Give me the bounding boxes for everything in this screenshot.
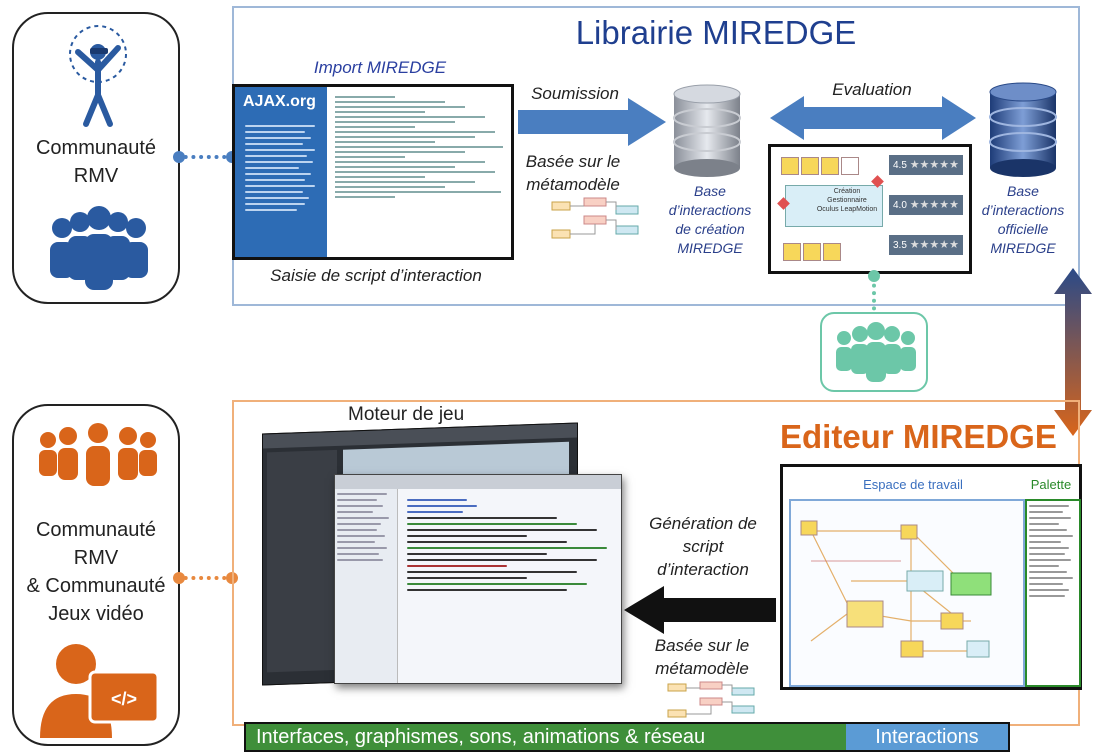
sync-double-arrow [1054, 268, 1092, 436]
creation-db-line3: de création [675, 221, 745, 237]
code-editor-screenshot-front [334, 474, 622, 684]
game-engine-label: Moteur de jeu [348, 404, 465, 425]
eval-icon-5 [783, 243, 801, 261]
generation-label: Génération de script d’interaction [628, 512, 778, 581]
library-title: Librairie MIREDGE [575, 14, 857, 51]
community-label-line1: Communauté [35, 137, 157, 159]
creation-db-line1: Base [694, 183, 726, 199]
eval-node [785, 185, 883, 227]
star-icons: ★★★★★ [909, 239, 959, 251]
editor-title: Editeur MIREDGE [780, 418, 1057, 455]
eval-card-line3: Oculus LeapMotion [816, 206, 878, 213]
palette-label: Palette [1030, 477, 1072, 492]
metamodel-diagram-icon-bottom [667, 681, 755, 718]
group-people-icon [50, 206, 148, 290]
eval-icon-7 [823, 243, 841, 261]
connector-dot-bottom-left [173, 572, 185, 584]
developer-icon: </> [40, 644, 160, 738]
experts-box [820, 312, 928, 392]
rating-1-value: 4.5 [893, 160, 907, 171]
code-editor-titlebar [335, 475, 621, 489]
metamodel-top-line1: Basée sur le [525, 152, 621, 171]
star-icons: ★★★★★ [909, 159, 959, 171]
miredge-editor-screenshot: Espace de travail Palette [780, 464, 1082, 690]
eval-icon-2 [801, 157, 819, 175]
eval-card-line1: Création [833, 188, 861, 195]
community-label-line2: RMV [73, 165, 119, 187]
community-rmv-games-box: Communauté RMV & Communauté Jeux vidéo <… [12, 404, 180, 746]
bottom-bar-left: Interfaces, graphismes, sons, animations… [246, 724, 846, 750]
code-editor-text [405, 495, 615, 595]
connector-dot-top-left [173, 151, 185, 163]
community2-line2: RMV [73, 547, 119, 569]
community2-line3: & Communauté [26, 575, 166, 597]
dotted-connector-bottom [176, 576, 234, 580]
metamodel-diagram-icon-top [551, 197, 639, 239]
generation-line3: d’interaction [657, 560, 749, 579]
official-db-line4: MIREDGE [990, 240, 1056, 256]
metamodel-top-line2: métamodèle [526, 175, 620, 194]
eval-icon-6 [803, 243, 821, 261]
official-database-icon [989, 82, 1057, 177]
teal-dot-top [868, 270, 880, 282]
star-icons: ★★★★★ [909, 199, 959, 211]
bottom-bar-right: Interactions [846, 724, 1008, 750]
rating-1: 4.5 ★★★★★ [889, 155, 963, 175]
submission-arrow [518, 98, 666, 146]
metamodel-bottom-line1: Basée sur le [654, 636, 750, 655]
ajax-logo: AJAX.org [243, 93, 316, 110]
official-db-line2: d’interactions [981, 202, 1065, 218]
palette-area [1025, 499, 1081, 687]
creation-db-label: Base d’interactions de création MIREDGE [658, 182, 762, 258]
official-db-line3: officielle [997, 221, 1049, 237]
dotted-connector-top [176, 155, 234, 159]
script-entry-label: Saisie de script d’interaction [270, 266, 482, 285]
svg-text:</>: </> [111, 689, 137, 709]
official-db-label: Base d’interactions officielle MIREDGE [968, 182, 1078, 258]
workspace-area [789, 499, 1025, 687]
generation-arrow [624, 586, 776, 634]
script-editor-screenshot: AJAX.org [232, 84, 514, 260]
creation-db-line2: d’interactions [668, 202, 752, 218]
bottom-bar: Interfaces, graphismes, sons, animations… [244, 722, 1010, 752]
workspace-graph [800, 520, 992, 658]
submission-label: Soumission [531, 84, 619, 103]
generation-line2: script [682, 537, 724, 556]
import-label: Import MIREDGE [313, 58, 447, 77]
metamodel-bottom-line2: métamodèle [655, 659, 749, 678]
rating-3-value: 3.5 [893, 240, 907, 251]
creation-db-line4: MIREDGE [677, 240, 743, 256]
eval-icon-3 [821, 157, 839, 175]
orange-group-icon [39, 423, 157, 486]
community-rmv-box: Communauté RMV [12, 12, 180, 304]
creation-database-icon [673, 84, 741, 177]
generation-line1: Génération de [649, 514, 757, 533]
teal-dotted-connector [872, 276, 876, 318]
rating-2: 4.0 ★★★★★ [889, 195, 963, 215]
rating-2-value: 4.0 [893, 200, 907, 211]
official-db-line1: Base [1007, 183, 1039, 199]
vr-user-icon [69, 25, 127, 127]
evaluation-label: Evaluation [832, 80, 912, 99]
community2-line4: Jeux vidéo [48, 603, 144, 625]
metamodel-label-top: Basée sur le métamodèle [514, 150, 632, 196]
community2-line1: Communauté [35, 519, 157, 541]
workspace-label: Espace de travail [863, 477, 963, 492]
experts-group-icon [836, 322, 916, 382]
eval-icon-1 [781, 157, 799, 175]
eval-icon-4 [841, 157, 859, 175]
code-editor-tree [335, 489, 398, 683]
rating-3: 3.5 ★★★★★ [889, 235, 963, 255]
editor-sidebar: AJAX.org [235, 87, 327, 257]
eval-card-line2: Gestionnaire [827, 197, 867, 204]
engine-hierarchy [267, 449, 337, 673]
editor-code-area [335, 93, 507, 201]
evaluation-card: Création Gestionnaire Oculus LeapMotion … [768, 144, 972, 274]
metamodel-label-bottom: Basée sur le métamodèle [642, 634, 762, 680]
evaluation-double-arrow [770, 96, 976, 140]
